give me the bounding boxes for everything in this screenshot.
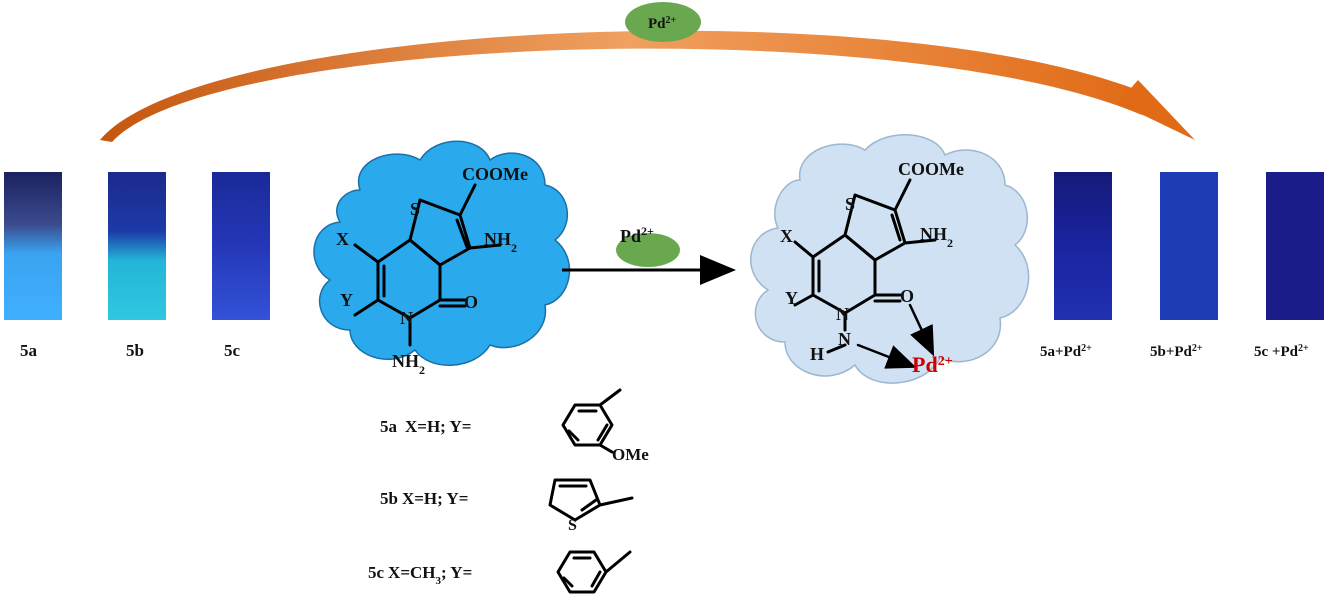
left-y: Y xyxy=(340,290,353,310)
vial-5b xyxy=(108,172,166,320)
right-sulfur: S xyxy=(845,194,855,214)
molecule-left xyxy=(353,183,502,347)
subst-5c-group xyxy=(556,550,632,594)
right-y: Y xyxy=(785,288,798,308)
vial-label-5b-pd: 5b+Pd2+ xyxy=(1150,343,1203,361)
right-h-atom: H xyxy=(810,344,824,364)
vial-label-5b: 5b xyxy=(126,341,144,360)
top-reagent-label: Pd2+ xyxy=(648,15,677,33)
reaction-reagent-label: Pd2+ xyxy=(620,224,654,246)
vial-5a xyxy=(4,172,62,320)
cloud-right xyxy=(750,134,1030,384)
vial-label-5c: 5c xyxy=(224,341,241,360)
vial-5c xyxy=(212,172,270,320)
left-ring-n: N xyxy=(400,308,413,328)
vial-label-5a-pd: 5a+Pd2+ xyxy=(1040,343,1092,361)
subst-5a-label: OMe xyxy=(612,445,649,464)
molecule-right xyxy=(793,178,937,369)
vial-label-5c-pd: 5c +Pd2+ xyxy=(1254,343,1309,361)
left-sulfur: S xyxy=(410,199,420,219)
top-curved-arrow xyxy=(100,30,1150,142)
subst-5b-label: S xyxy=(568,517,577,534)
right-amino: NH2 xyxy=(920,224,953,250)
right-carbonyl-o: O xyxy=(900,286,914,306)
left-carbonyl-o: O xyxy=(464,292,478,312)
left-x: X xyxy=(336,229,349,249)
right-metal: Pd2+ xyxy=(912,352,953,377)
right-ring-n: N xyxy=(836,304,849,324)
left-hydrazine: NH2 xyxy=(392,351,425,377)
subst-5b-group xyxy=(548,478,634,522)
vial-5c-pd xyxy=(1266,172,1324,320)
left-ester: COOMe xyxy=(462,164,528,184)
top-reagent-ellipse xyxy=(625,2,701,42)
vial-5b-pd xyxy=(1160,172,1218,320)
subst-5a-group xyxy=(561,388,622,454)
vial-5a-pd xyxy=(1054,172,1112,320)
right-hydrazine-n: N xyxy=(838,329,851,349)
top-arrow-head xyxy=(1118,80,1195,140)
right-ester: COOMe xyxy=(898,159,964,179)
cloud-left xyxy=(313,140,571,366)
left-amino: NH2 xyxy=(484,229,517,255)
vial-label-5a: 5a xyxy=(20,341,38,360)
reaction-reagent-ellipse xyxy=(616,233,680,267)
right-x: X xyxy=(780,226,793,246)
